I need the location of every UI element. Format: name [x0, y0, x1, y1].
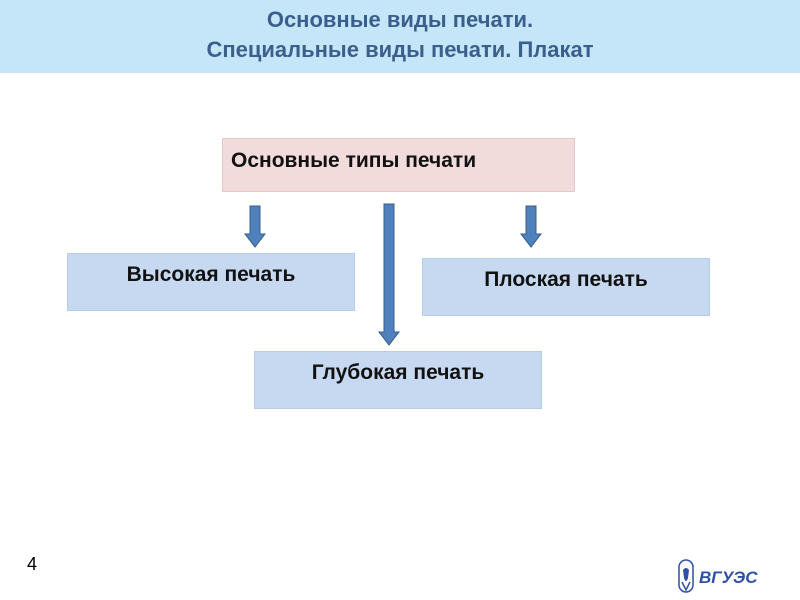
- child-node-gravure-printing: Глубокая печать: [254, 351, 542, 409]
- slide-title-line2: Специальные виды печати. Плакат: [206, 37, 594, 62]
- arrow-down-icon: [243, 205, 267, 248]
- root-node-label: Основные типы печати: [231, 149, 477, 172]
- child-node-label: Глубокая печать: [311, 361, 485, 384]
- child-node-label: Плоская печать: [484, 268, 648, 291]
- child-node-relief-printing: Высокая печать: [67, 253, 355, 311]
- svg-text:ВГУЭС: ВГУЭС: [699, 568, 758, 587]
- page-number: 4: [27, 554, 38, 574]
- root-node-box: Основные типы печати: [222, 138, 575, 192]
- slide-header: Основные виды печати. Специальные виды п…: [0, 0, 800, 73]
- university-logo: ВГУЭС: [678, 559, 758, 593]
- slide-title-line1: Основные виды печати.: [266, 7, 534, 32]
- arrow-down-icon: [519, 205, 543, 248]
- arrow-down-icon: [377, 203, 401, 346]
- child-node-flat-printing: Плоская печать: [422, 258, 710, 316]
- child-node-label: Высокая печать: [126, 263, 296, 286]
